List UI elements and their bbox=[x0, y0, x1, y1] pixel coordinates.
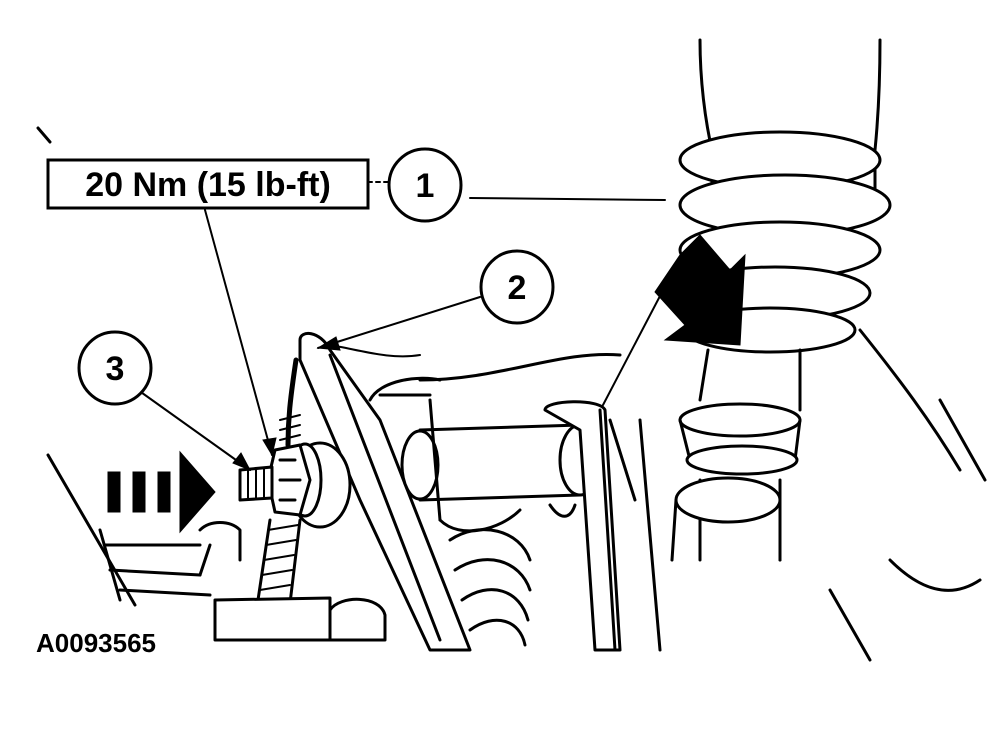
solid-pointer-arrow-icon bbox=[602, 234, 746, 406]
callout-2: 2 bbox=[479, 249, 555, 325]
lower-clip bbox=[103, 521, 387, 642]
figure-id: A0093565 bbox=[36, 628, 156, 658]
cross-shaft bbox=[400, 398, 602, 647]
nut-and-stud bbox=[238, 441, 352, 529]
torque-spec-box: 20 Nm (15 lb-ft) bbox=[46, 158, 370, 210]
leader-lines bbox=[137, 181, 666, 471]
triple-bar-arrow-icon bbox=[107, 450, 216, 534]
callout-1-number: 1 bbox=[416, 167, 435, 205]
torque-spec-label: 20 Nm (15 lb-ft) bbox=[85, 166, 331, 204]
clevis-link bbox=[543, 400, 637, 652]
callout-2-number: 2 bbox=[508, 269, 527, 307]
background-structure bbox=[36, 126, 987, 662]
callout-3-number: 3 bbox=[106, 350, 125, 388]
callout-1: 1 bbox=[387, 147, 463, 223]
callout-3: 3 bbox=[77, 330, 153, 406]
